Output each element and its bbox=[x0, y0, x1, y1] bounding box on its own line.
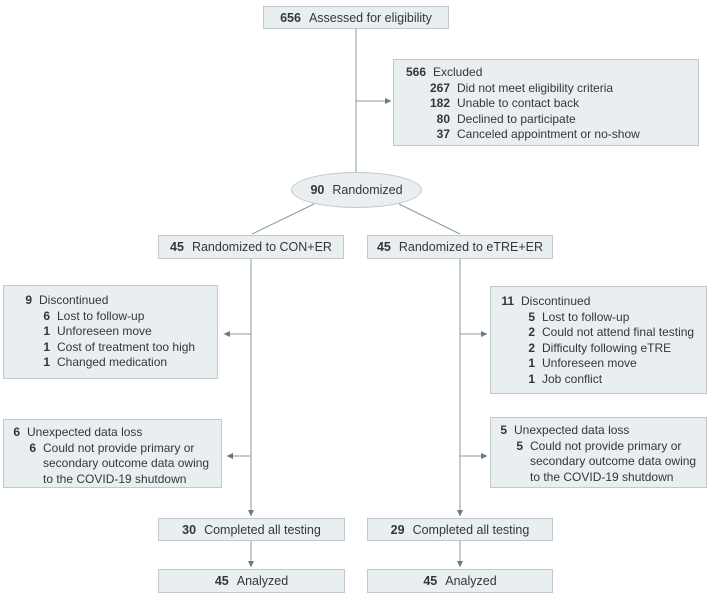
randomized-label: Randomized bbox=[332, 183, 403, 197]
item-label: Canceled appointment or no-show bbox=[457, 127, 640, 142]
discontinued-con-count: 9 bbox=[25, 293, 32, 307]
analyzed-etre-label: Analyzed bbox=[445, 574, 497, 588]
completed-con-count: 30 bbox=[182, 522, 197, 537]
discontinued-etre-item: 1 Job conflict bbox=[497, 372, 700, 388]
item-label: Lost to follow-up bbox=[542, 309, 630, 324]
dataloss-etre-count: 5 bbox=[500, 423, 507, 437]
completed-con-box: 30 Completed all testing bbox=[158, 518, 345, 541]
discontinued-etre-item: 5 Lost to follow-up bbox=[497, 310, 700, 326]
item-count: 182 bbox=[429, 96, 450, 111]
analyzed-etre-count: 45 bbox=[423, 574, 438, 588]
arm-etre-box: 45 Randomized to eTRE+ER bbox=[367, 235, 553, 259]
analyzed-con-box: 45 Analyzed bbox=[158, 569, 345, 593]
excluded-count: 566 bbox=[405, 65, 426, 79]
assessed-label: Assessed for eligibility bbox=[308, 10, 432, 25]
item-label: Unable to contact back bbox=[457, 96, 580, 111]
arm-con-label: Randomized to CON+ER bbox=[191, 240, 332, 254]
item-count: 6 bbox=[29, 440, 36, 455]
excluded-item: 267 Did not meet eligibility criteria bbox=[400, 81, 692, 97]
item-count: 37 bbox=[436, 127, 450, 142]
analyzed-con-label: Analyzed bbox=[236, 574, 289, 588]
item-label: Could not attend final testing bbox=[542, 325, 695, 340]
item-label: Declined to participate bbox=[457, 111, 576, 126]
item-count: 1 bbox=[43, 339, 50, 354]
item-label: Difficulty following eTRE bbox=[542, 340, 672, 355]
discontinued-con-title-row: 9 Discontinued bbox=[10, 293, 211, 309]
line-randomized-to-con bbox=[251, 203, 315, 235]
discontinued-etre-title-row: 11 Discontinued bbox=[497, 294, 700, 310]
excluded-item: 80 Declined to participate bbox=[400, 112, 692, 128]
discontinued-etre-count: 11 bbox=[501, 294, 514, 308]
randomized-oval: 90 Randomized bbox=[291, 172, 422, 208]
item-count: 2 bbox=[528, 325, 535, 340]
item-label: Unforeseen move bbox=[57, 324, 152, 339]
analyzed-con-count: 45 bbox=[214, 574, 229, 588]
item-count: 1 bbox=[43, 355, 50, 370]
item-label: Unforeseen move bbox=[542, 356, 637, 371]
assessed-count: 656 bbox=[280, 10, 301, 25]
dataloss-con-box: 6 Unexpected data loss 6 Could not provi… bbox=[3, 419, 222, 488]
discontinued-etre-item: 2 Difficulty following eTRE bbox=[497, 341, 700, 357]
analyzed-etre-box: 45 Analyzed bbox=[367, 569, 553, 593]
dataloss-etre-item: 5 Could not provide primary or secondary… bbox=[497, 439, 700, 486]
discontinued-con-item: 1 Changed medication bbox=[10, 355, 211, 371]
arm-etre-count: 45 bbox=[376, 240, 391, 254]
discontinued-con-item: 1 Cost of treatment too high bbox=[10, 340, 211, 356]
completed-etre-label: Completed all testing bbox=[412, 522, 530, 537]
dataloss-etre-box: 5 Unexpected data loss 5 Could not provi… bbox=[490, 417, 707, 488]
randomized-count: 90 bbox=[310, 183, 325, 197]
discontinued-con-box: 9 Discontinued 6 Lost to follow-up 1 Unf… bbox=[3, 285, 218, 379]
dataloss-con-label: Unexpected data loss bbox=[27, 425, 143, 439]
item-label: Changed medication bbox=[57, 355, 168, 370]
completed-con-label: Completed all testing bbox=[204, 522, 321, 537]
excluded-item: 182 Unable to contact back bbox=[400, 96, 692, 112]
item-count: 5 bbox=[528, 309, 535, 324]
item-count: 1 bbox=[528, 371, 535, 386]
item-count: 5 bbox=[516, 438, 523, 453]
discontinued-con-label: Discontinued bbox=[39, 293, 109, 307]
arm-etre-label: Randomized to eTRE+ER bbox=[398, 240, 544, 254]
discontinued-con-item: 6 Lost to follow-up bbox=[10, 309, 211, 325]
item-count: 1 bbox=[528, 356, 535, 371]
discontinued-etre-item: 1 Unforeseen move bbox=[497, 356, 700, 372]
item-count: 1 bbox=[43, 324, 50, 339]
discontinued-etre-item: 2 Could not attend final testing bbox=[497, 325, 700, 341]
assessed-box: 656 Assessed for eligibility bbox=[263, 6, 449, 29]
completed-etre-count: 29 bbox=[390, 522, 405, 537]
discontinued-etre-box: 11 Discontinued 5 Lost to follow-up 2 Co… bbox=[490, 286, 707, 394]
item-label: Cost of treatment too high bbox=[57, 339, 196, 354]
item-label: Job conflict bbox=[542, 371, 603, 386]
item-label: Lost to follow-up bbox=[57, 308, 145, 323]
excluded-label: Excluded bbox=[433, 65, 483, 79]
item-count: 2 bbox=[528, 340, 535, 355]
arm-con-count: 45 bbox=[170, 240, 184, 254]
dataloss-con-item: 6 Could not provide primary or secondary… bbox=[10, 441, 215, 488]
line-randomized-to-etre bbox=[398, 203, 461, 235]
completed-etre-box: 29 Completed all testing bbox=[367, 518, 553, 541]
item-count: 267 bbox=[429, 80, 450, 95]
dataloss-etre-label: Unexpected data loss bbox=[514, 423, 630, 437]
item-count: 80 bbox=[436, 111, 450, 126]
excluded-box: 566 Excluded 267 Did not meet eligibilit… bbox=[393, 59, 699, 146]
excluded-title-row: 566 Excluded bbox=[400, 65, 692, 81]
item-label: Could not provide primary or secondary o… bbox=[43, 440, 210, 486]
dataloss-con-title-row: 6 Unexpected data loss bbox=[10, 425, 215, 441]
dataloss-etre-title-row: 5 Unexpected data loss bbox=[497, 423, 700, 439]
discontinued-etre-label: Discontinued bbox=[521, 294, 591, 308]
item-count: 6 bbox=[43, 308, 50, 323]
item-label: Did not meet eligibility criteria bbox=[457, 80, 614, 95]
item-label: Could not provide primary or secondary o… bbox=[530, 438, 697, 484]
dataloss-con-count: 6 bbox=[13, 425, 20, 439]
arm-con-box: 45 Randomized to CON+ER bbox=[158, 235, 344, 259]
discontinued-con-item: 1 Unforeseen move bbox=[10, 324, 211, 340]
excluded-item: 37 Canceled appointment or no-show bbox=[400, 127, 692, 143]
